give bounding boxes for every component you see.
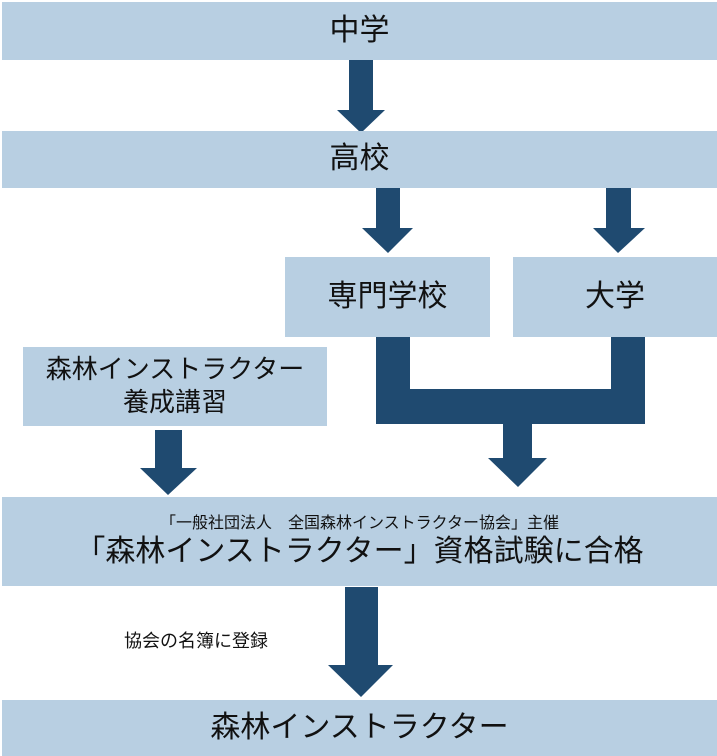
arrow-junior-high-to-high-school — [337, 58, 385, 133]
node-high-school: 高校 — [2, 131, 717, 188]
node-university: 大学 — [513, 257, 717, 337]
node-forest-instructor-label: 森林インストラクター — [210, 709, 509, 745]
node-forest-instructor: 森林インストラクター — [2, 700, 717, 756]
arrow-high-school-to-vocational — [362, 188, 413, 253]
merge-connector — [376, 337, 645, 424]
node-university-label: 大学 — [585, 278, 645, 314]
node-training-course-line2: 養成講習 — [122, 387, 227, 418]
node-training-course: 森林インストラクター 養成講習 — [23, 347, 327, 426]
node-exam-sponsor: 「一般社団法人 全国森林インストラクター協会」主催 — [159, 513, 560, 533]
node-junior-high: 中学 — [2, 2, 717, 60]
node-high-school-label: 高校 — [329, 141, 390, 177]
node-vocational-school: 専門学校 — [285, 257, 490, 337]
arrow-exam-to-instructor — [328, 587, 393, 697]
node-exam-pass: 「森林インストラクター」資格試験に合格 — [75, 533, 644, 569]
arrow-training-to-exam — [140, 430, 197, 495]
arrow-high-school-to-university — [593, 188, 645, 253]
node-exam: 「一般社団法人 全国森林インストラクター協会」主催 「森林インストラクター」資格… — [2, 497, 717, 586]
arrow-merge-to-exam — [488, 421, 547, 487]
node-junior-high-label: 中学 — [329, 12, 390, 48]
node-vocational-school-label: 専門学校 — [327, 278, 448, 314]
node-training-course-line1: 森林インストラクター — [45, 355, 305, 385]
edge-label-register: 協会の名簿に登録 — [124, 631, 268, 652]
